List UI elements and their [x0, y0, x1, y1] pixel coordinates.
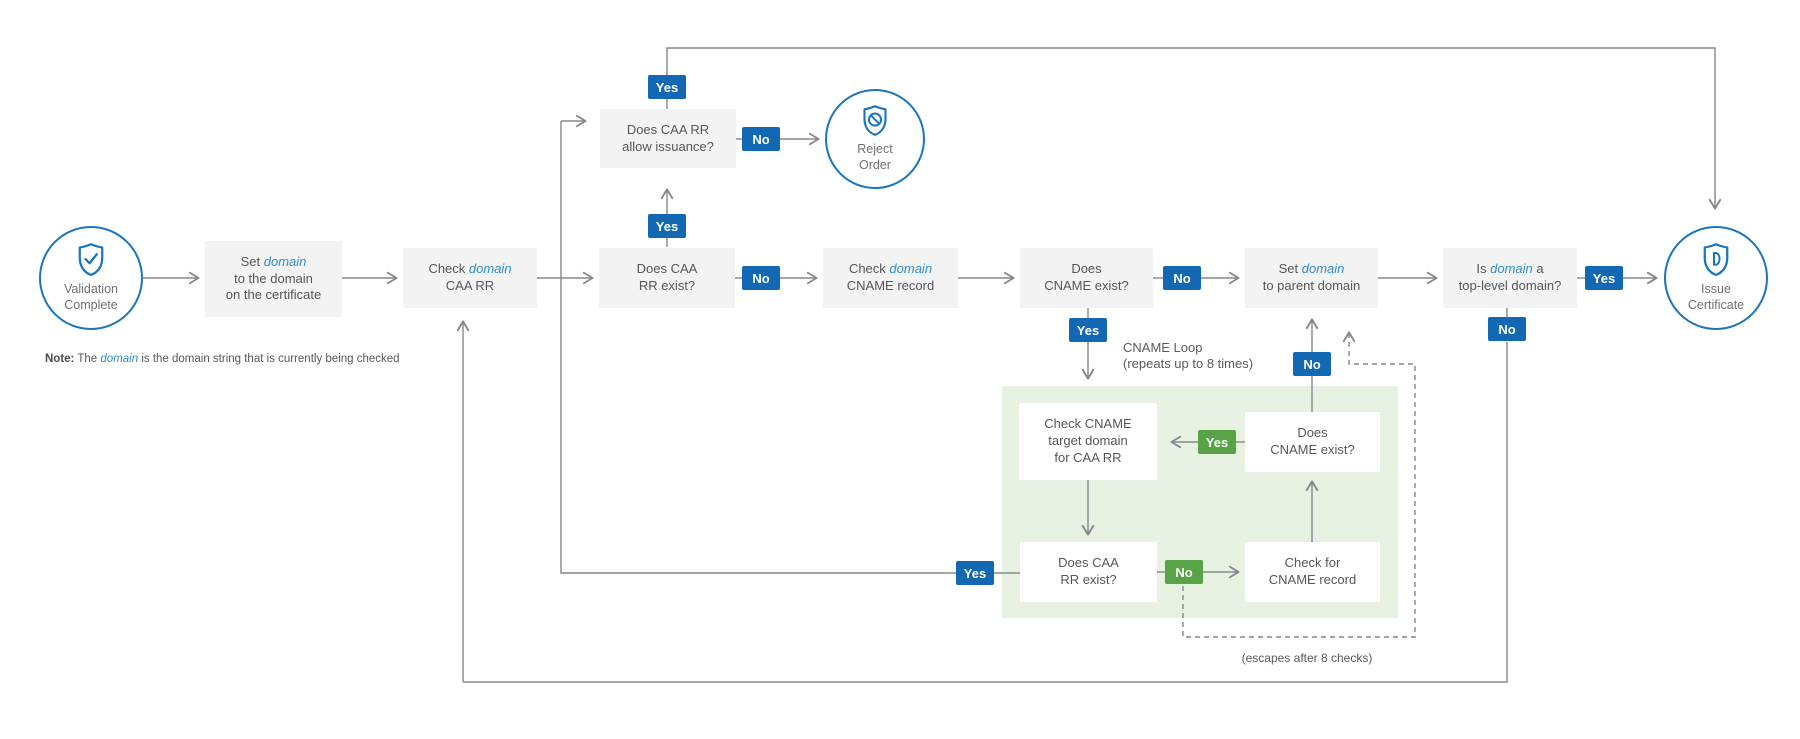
text-line: CNAME exist? — [1270, 442, 1355, 457]
domain-token: domain — [1490, 261, 1533, 277]
text-line: allow issuance? — [622, 138, 714, 154]
text-line: RR exist? — [1060, 572, 1117, 587]
node-label: Set domain to parent domain — [1263, 261, 1361, 295]
node-set-domain-to-parent: Set domain to parent domain — [1245, 248, 1378, 308]
domain-token: domain — [263, 253, 307, 269]
badge-no-caa-exists: No — [742, 266, 780, 290]
text-line: Does CAA — [636, 261, 698, 277]
badge-yes-loop-cname: Yes — [1198, 430, 1236, 454]
text-line: Complete — [64, 298, 118, 312]
text-line: Set — [240, 253, 264, 269]
text-line: to parent domain — [1262, 278, 1361, 293]
node-loop-check-for-cname-record: Check for CNAME record — [1245, 542, 1380, 602]
text-line: Does CAA — [1058, 555, 1119, 571]
text-line: The — [77, 353, 101, 365]
badge-no-allow-issuance: No — [742, 127, 780, 151]
badge-yes-top-level: Yes — [1585, 266, 1623, 290]
text-line: CNAME exist? — [1044, 278, 1129, 293]
text-line: RR exist? — [638, 278, 696, 293]
node-label: Does CAA RR exist? — [637, 261, 698, 295]
text-line: Certificate — [1687, 298, 1745, 312]
node-set-domain-to-certificate: Set domain to the domain on the certific… — [205, 241, 342, 317]
badge-yes-caa-exists: Yes — [648, 214, 686, 238]
text-line: Reject — [857, 142, 893, 157]
connector-loop-return-rail — [560, 121, 956, 574]
domain-token: domain — [100, 353, 139, 365]
connector-top-rail — [666, 47, 1722, 210]
text-line: top-level domain? — [1458, 278, 1562, 293]
footnote: Note: The domain is the domain string th… — [45, 353, 400, 365]
text-line: Is — [1476, 261, 1491, 277]
shield-check-icon — [78, 243, 104, 277]
text-line: a — [1532, 261, 1544, 277]
text-line: is the domain string that is currently b… — [138, 353, 400, 365]
note-prefix: Note: — [45, 353, 75, 365]
text-line: Check CNAME — [1044, 416, 1132, 432]
text-line: CAA RR — [445, 278, 495, 293]
text-line: Check for — [1284, 555, 1341, 571]
cname-loop-label: CNAME Loop (repeats up to 8 times) — [1123, 340, 1253, 371]
badge-yes-loop-caa-return: Yes — [956, 561, 994, 585]
connector-bottom-rail — [463, 342, 1508, 683]
shield-block-icon — [863, 105, 887, 137]
node-label: Does CNAME exist? — [1270, 425, 1355, 459]
terminal-label: Issue Certificate — [1688, 282, 1744, 313]
node-label: Does CAA RR exist? — [1058, 555, 1119, 589]
text-line: on the certificate — [225, 287, 322, 303]
domain-token: domain — [889, 261, 933, 277]
node-label: Check for CNAME record — [1269, 555, 1356, 589]
node-loop-does-caa-rr-exist: Does CAA RR exist? — [1020, 542, 1157, 602]
terminal-validation-complete: Validation Complete — [39, 226, 143, 330]
text-line: Issue — [1701, 282, 1731, 297]
connector-group — [143, 47, 1722, 683]
text-line: CNAME record — [846, 278, 935, 293]
text-line: Does — [1297, 425, 1328, 441]
node-label: Is domain a top-level domain? — [1459, 261, 1562, 295]
text-line: CNAME Loop — [1123, 340, 1203, 355]
node-label: Does CNAME exist? — [1044, 261, 1129, 295]
text-line: for CAA RR — [1054, 449, 1122, 465]
text-line: Set — [1278, 261, 1302, 277]
badge-no-loop-caa: No — [1165, 560, 1203, 584]
node-label: Check domain CNAME record — [847, 261, 934, 295]
terminal-issue-certificate: Issue Certificate — [1664, 226, 1768, 330]
node-label: Check CNAME target domain for CAA RR — [1044, 416, 1131, 467]
text-line: Validation — [64, 282, 118, 297]
domain-token: domain — [468, 261, 512, 277]
text-line: Does — [1071, 261, 1102, 277]
text-line: Check — [428, 261, 469, 277]
node-does-cname-exist: Does CNAME exist? — [1020, 248, 1153, 308]
badge-no-top-level: No — [1488, 317, 1526, 341]
node-loop-check-cname-target: Check CNAME target domain for CAA RR — [1019, 403, 1157, 480]
text-line: Does CAA RR — [626, 121, 710, 137]
node-label: Does CAA RR allow issuance? — [622, 122, 714, 156]
badge-no-loop-cname: No — [1293, 352, 1331, 376]
terminal-reject-order: Reject Order — [825, 89, 925, 189]
terminal-label: Validation Complete — [64, 282, 118, 313]
text-line: to the domain — [234, 270, 313, 286]
text-line: (repeats up to 8 times) — [1123, 355, 1254, 371]
text-line: target domain — [1048, 433, 1128, 449]
badge-yes-cname-to-loop: Yes — [1069, 318, 1107, 342]
node-does-caa-rr-exist: Does CAA RR exist? — [599, 248, 735, 308]
text-line: CNAME record — [1268, 572, 1357, 587]
domain-token: domain — [1301, 261, 1345, 277]
node-does-caa-rr-allow-issuance: Does CAA RR allow issuance? — [600, 109, 736, 168]
escape-label: (escapes after 8 checks) — [1241, 651, 1373, 665]
badge-no-cname-exists: No — [1163, 266, 1201, 290]
shield-certificate-icon — [1703, 243, 1729, 277]
node-is-domain-top-level: Is domain a top-level domain? — [1443, 248, 1577, 308]
node-check-domain-cname-record: Check domain CNAME record — [823, 248, 958, 308]
badge-yes-allow-issuance: Yes — [648, 75, 686, 99]
terminal-label: Reject Order — [857, 142, 892, 173]
node-loop-does-cname-exist: Does CNAME exist? — [1245, 412, 1380, 472]
node-label: Set domain to the domain on the certific… — [226, 254, 321, 305]
text-line: Check — [848, 261, 890, 277]
text-line: Order — [859, 158, 891, 172]
node-label: Check domain CAA RR — [428, 261, 511, 295]
node-check-domain-caa-rr: Check domain CAA RR — [403, 248, 537, 308]
